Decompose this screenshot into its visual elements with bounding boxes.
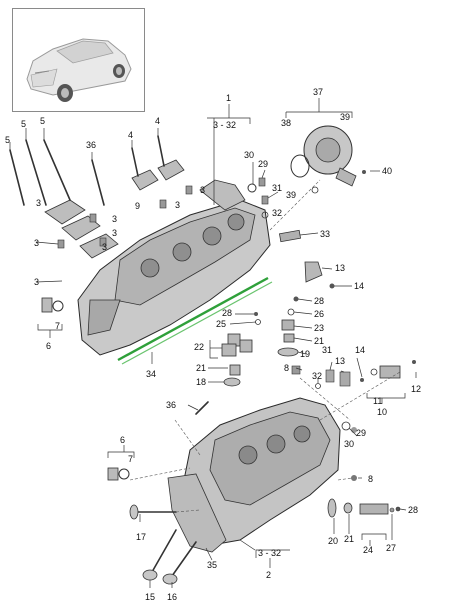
callout-34: 34	[146, 369, 156, 379]
callout-5-b: 5	[21, 119, 26, 129]
callout-23: 23	[314, 323, 324, 333]
vehicle-thumbnail-icon	[26, 38, 132, 102]
valvetrain-parts-drawing	[221, 296, 416, 389]
head-bolts-drawing	[9, 135, 209, 415]
callout-13-lower: 13	[335, 356, 345, 366]
callout-3-b: 3	[175, 200, 180, 210]
leader-lines	[9, 98, 417, 588]
callout-2-range: 3 - 32	[258, 548, 281, 558]
callout-20: 20	[328, 536, 338, 546]
callout-27: 27	[386, 543, 396, 553]
callout-26: 26	[314, 309, 324, 319]
callout-28: 28	[314, 296, 324, 306]
callout-14-lower: 14	[355, 345, 365, 355]
bearing-caps-drawing	[44, 159, 193, 259]
callout-21-b: 21	[196, 363, 206, 373]
callout-31: 31	[272, 183, 282, 193]
callout-16: 16	[167, 592, 177, 601]
callout-21: 21	[314, 336, 324, 346]
callout-labels: 1 3 - 32 37 38 39 39 40 5 5 5 36 36 4 4 …	[5, 87, 421, 601]
callout-9: 9	[135, 201, 140, 211]
callout-3-g: 3	[34, 238, 39, 248]
callout-38: 38	[281, 118, 291, 128]
callout-5: 5	[5, 135, 10, 145]
callout-15: 15	[145, 592, 155, 601]
head-gasket-drawing	[117, 276, 273, 365]
callout-11: 11	[373, 396, 382, 406]
callout-14: 14	[354, 281, 364, 291]
callout-21-lower: 21	[344, 534, 354, 544]
callout-3-e: 3	[102, 242, 107, 252]
valves-drawing	[107, 467, 401, 585]
callout-33: 33	[320, 229, 330, 239]
upper-small-parts-drawing	[41, 177, 335, 313]
callout-31-lower: 31	[322, 345, 332, 355]
upper-cylinder-head-drawing	[77, 179, 271, 356]
callout-25: 25	[216, 319, 226, 329]
callout-36-lower: 36	[166, 400, 176, 410]
callout-7-lower: 7	[128, 454, 133, 464]
callout-3-c: 3	[112, 214, 117, 224]
callout-35: 35	[207, 560, 217, 570]
callout-39: 39	[340, 112, 350, 122]
callout-37: 37	[313, 87, 323, 97]
callout-5-c: 5	[40, 116, 45, 126]
lower-cylinder-head-drawing	[167, 397, 357, 553]
vehicle-thumbnail-frame	[12, 8, 145, 112]
callout-29-lower: 29	[356, 428, 366, 438]
callout-3-h: 3	[34, 277, 39, 287]
callout-4: 4	[128, 130, 133, 140]
callout-40: 40	[382, 166, 392, 176]
callout-29: 29	[258, 159, 268, 169]
callout-19: 19	[300, 349, 310, 359]
callout-6-lower: 6	[120, 435, 125, 445]
callout-30-lower: 30	[344, 439, 354, 449]
callout-12: 12	[411, 384, 421, 394]
callout-1: 1	[226, 93, 231, 103]
callout-3-f: 3	[36, 198, 41, 208]
callout-30: 30	[244, 150, 254, 160]
callout-7: 7	[55, 321, 60, 331]
callout-3: 3	[200, 185, 205, 195]
callout-18: 18	[196, 377, 206, 387]
callout-2: 2	[266, 570, 271, 580]
callout-3-d: 3	[112, 228, 117, 238]
callout-13: 13	[335, 263, 345, 273]
callout-28-b: 28	[222, 308, 232, 318]
callout-32-lower: 32	[312, 371, 322, 381]
callout-10: 10	[377, 407, 387, 417]
callout-39-lower: 39	[286, 190, 296, 200]
callout-6: 6	[46, 341, 51, 351]
callout-8: 8	[284, 363, 289, 373]
callout-8-lower: 8	[368, 474, 373, 484]
callout-28-lower: 28	[408, 505, 418, 515]
callout-17: 17	[136, 532, 146, 542]
callout-24: 24	[363, 545, 373, 555]
callout-36: 36	[86, 140, 96, 150]
callout-1-range: 3 - 32	[213, 120, 236, 130]
callout-22: 22	[194, 342, 204, 352]
callout-32: 32	[272, 208, 282, 218]
reference-lines	[129, 179, 401, 513]
callout-4-b: 4	[155, 116, 160, 126]
vacuum-pump-drawing	[290, 125, 366, 194]
